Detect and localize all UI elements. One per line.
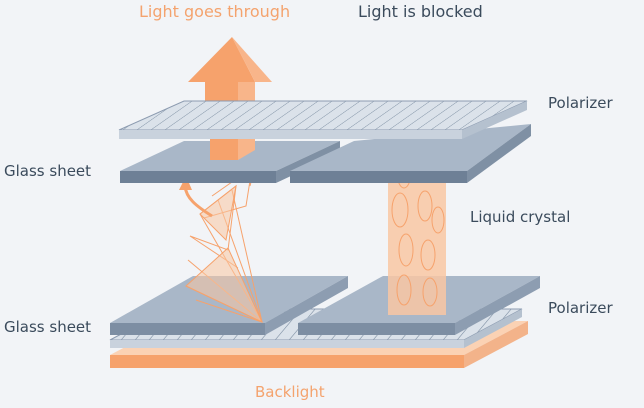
light-through-label: Light goes through — [139, 2, 291, 21]
backlight-label: Backlight — [255, 383, 325, 401]
liquid-crystal-label: Liquid crystal — [470, 208, 571, 226]
blocked-light-column — [388, 144, 446, 315]
bottom-glass-sheet-label: Glass sheet — [4, 318, 92, 336]
top-glass-right — [290, 124, 531, 183]
top-polarizer — [118, 100, 528, 139]
top-polarizer-label: Polarizer — [548, 94, 613, 112]
light-blocked-label: Light is blocked — [358, 2, 483, 21]
twisted-light-beam — [185, 160, 264, 324]
top-glass-sheet-label: Glass sheet — [4, 162, 92, 180]
bottom-polarizer-label: Polarizer — [548, 299, 613, 317]
